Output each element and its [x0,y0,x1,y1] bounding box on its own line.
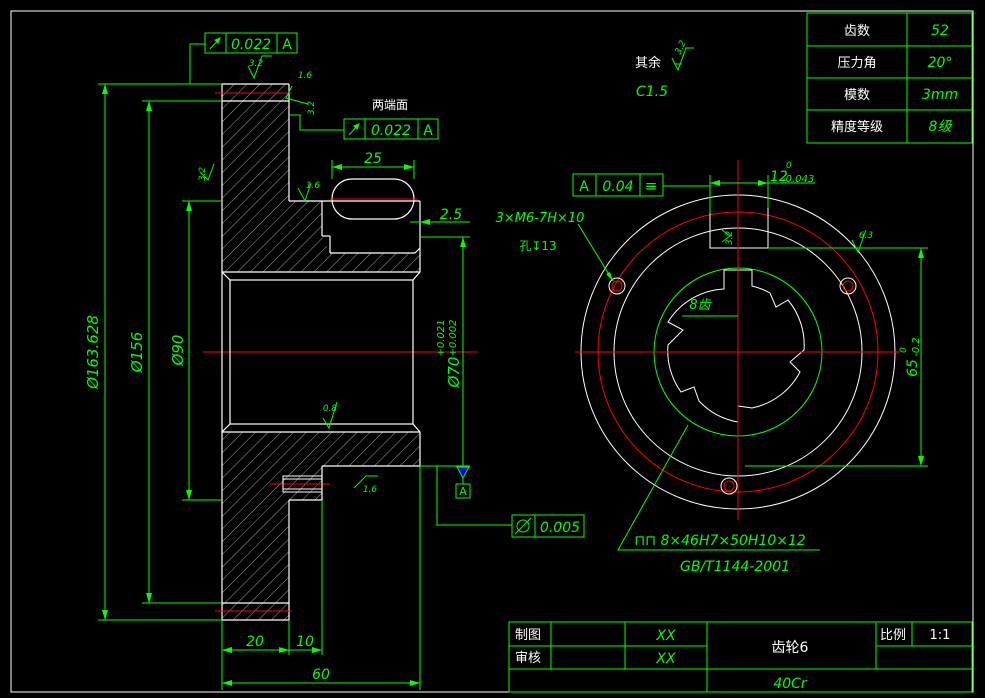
param-label-pressure-angle: 压力角 [837,56,876,71]
param-label-teeth: 齿数 [844,24,870,39]
runout-frame-top [204,32,298,54]
datum-triangle [456,466,470,480]
section-arrows [102,84,466,686]
section-dimension-lines [98,43,512,690]
roughness-r4: 3.2 [198,167,208,182]
dim-bore: Ø70 [445,357,463,389]
dim-keyway-12-tol-lower: -0.043 [782,174,814,185]
runout-top-datum: A [282,37,292,53]
roughness-r7: 1.6 [363,485,378,495]
section-hatch [222,84,420,620]
tapped-hole-section [282,475,323,493]
datum-label: A [459,485,467,498]
runout-top-value: 0.022 [231,37,271,53]
dim-bore-tol-lower: +0.002 [448,319,459,356]
roughness-r6: 0.8 [323,404,338,414]
dim-diameter-90: Ø90 [169,335,187,367]
param-value-pressure-angle: 20° [928,55,953,71]
dim-keyway-12: 12 [770,169,788,185]
roughness-r9: 6.3 [859,231,874,241]
dim-bore-tol-upper: +0.021 [436,319,447,356]
both-end-faces-note: 两端面 [372,98,408,112]
runout-mid-value: 0.022 [371,123,411,139]
symmetry-symbol: ≡ [645,177,658,195]
param-value-teeth: 52 [931,23,949,39]
rest-roughness-value: 3.2 [674,39,689,56]
dim-slot-25: 25 [364,151,382,167]
end-view-dimension-lines [577,175,928,551]
roughness-r2: 1.6 [298,71,313,81]
spline-profile [667,269,805,423]
dim-keyway-12-tol-upper: 0 [786,161,792,171]
drawing-frame [10,10,974,693]
roughness-r8: 3.2 [725,231,735,246]
param-label-accuracy: 精度等级 [831,119,883,135]
datum-box [455,483,471,499]
threaded-hole-depth: 孔↧13 [519,239,556,253]
dim-65-tol-upper: 0 [899,347,909,353]
dim-tip-diameter: Ø163.628 [84,315,102,390]
param-value-module: 3mm [922,87,958,103]
cylindricity-frame [511,514,585,538]
scale-label: 比例 [880,628,906,643]
roughness-r3: 3.2 [307,101,317,116]
roughness-r1: 3.2 [249,59,264,69]
drawn-by-label: 制图 [515,628,541,643]
dim-width-20: 20 [246,634,264,650]
rest-roughness-label: 其余 [635,55,661,71]
dim-diameter-156: Ø156 [128,332,146,373]
dim-teeth-8: 8齿 [689,298,712,313]
gear-parameter-table [806,12,973,144]
keyway-notch [709,208,769,249]
title-block [508,621,973,693]
roughness-r5: 1.6 [306,181,321,191]
symmetry-frame [572,173,664,197]
spline-spec: ⊓⊓ 8×46H7×50H10×12 [634,533,806,549]
symmetry-datum: A [579,179,589,195]
dim-width-60: 60 [312,667,330,683]
dim-65-tol-lower: -0.2 [911,337,922,357]
rest-roughness-symbol [671,47,694,72]
cylindricity-value: 0.005 [540,520,580,536]
material: 40Cr [773,676,808,692]
checked-by-value: XX [655,651,676,667]
runout-frame-mid [343,118,439,140]
scale-value: 1:1 [930,628,951,643]
symmetry-value: 0.04 [602,179,633,195]
checked-by-label: 审核 [515,651,541,666]
dim-65: 65 [905,359,921,377]
threaded-holes-spec: 3×M6-7H×10 [496,211,585,226]
param-label-module: 模数 [844,88,870,103]
spline-standard: GB/T1144-2001 [680,559,790,575]
param-value-accuracy: 8级 [929,119,953,135]
dim-width-10: 10 [296,634,314,650]
runout-mid-datum: A [423,123,433,139]
drawn-by-value: XX [655,628,676,644]
chamfer-note: C1.5 [636,84,668,100]
end-view-arrows [606,180,924,466]
part-name: 齿轮6 [772,640,809,656]
dim-depth-2-5: 2.5 [440,207,462,223]
